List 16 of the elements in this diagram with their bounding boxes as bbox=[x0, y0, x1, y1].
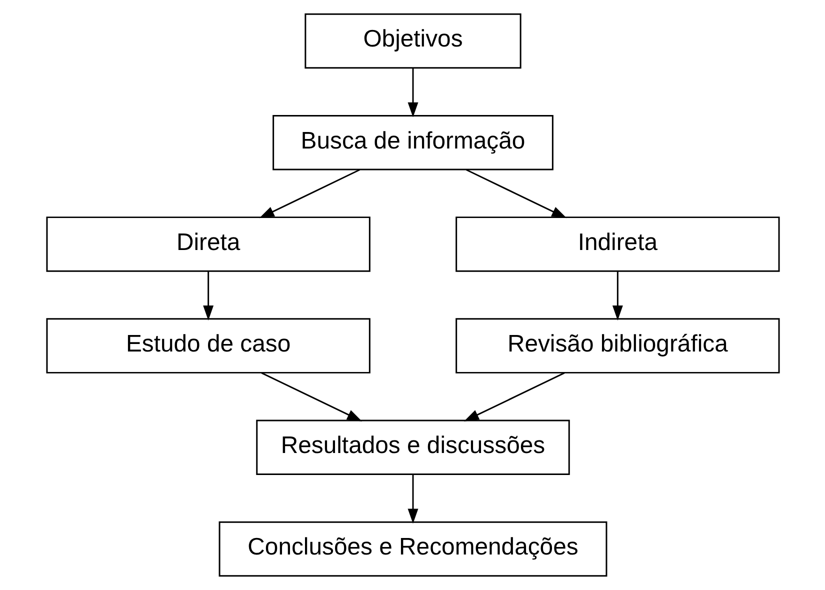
arrow bbox=[612, 272, 622, 320]
node-box: Indireta bbox=[455, 216, 780, 272]
arrow bbox=[463, 372, 564, 422]
arrow bbox=[202, 272, 214, 320]
arrow bbox=[407, 68, 418, 118]
node-box: Busca de informação bbox=[272, 114, 553, 170]
node-box: Objetivos bbox=[304, 13, 521, 69]
node-box: Estudo de caso bbox=[46, 318, 370, 374]
arrow bbox=[465, 169, 566, 218]
node-box: Revisão bibliográfica bbox=[455, 318, 780, 374]
arrow bbox=[407, 474, 418, 524]
arrow bbox=[258, 169, 360, 218]
node-box: Direta bbox=[46, 216, 370, 272]
node-box: Conclusões e Recomendações bbox=[218, 521, 607, 577]
arrow bbox=[260, 372, 362, 422]
node-box: Resultados e discussões bbox=[256, 420, 570, 476]
